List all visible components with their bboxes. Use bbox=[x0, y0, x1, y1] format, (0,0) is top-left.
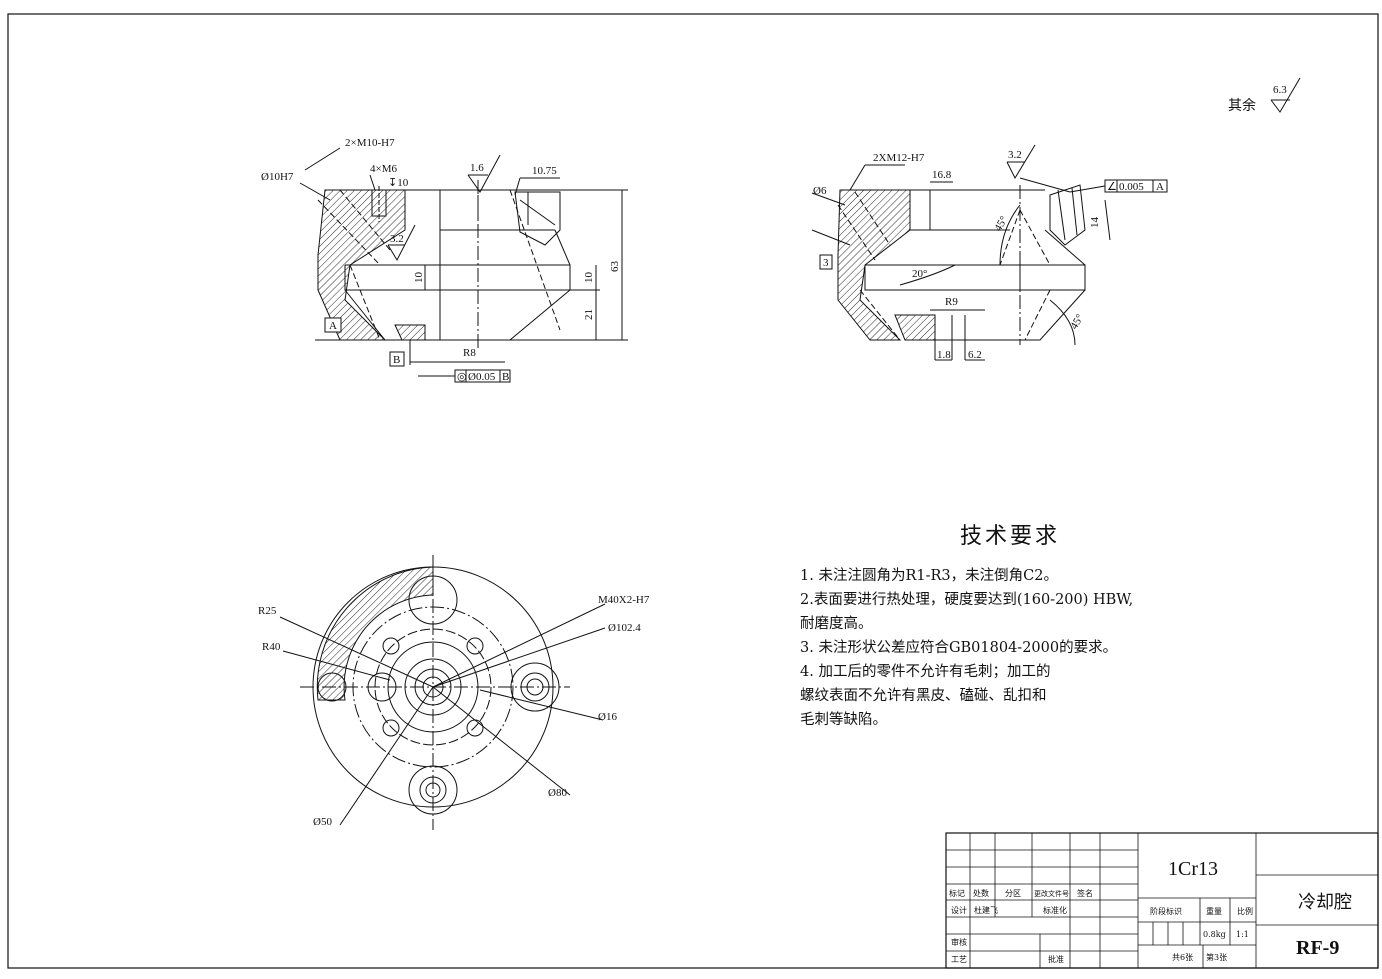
side-thread-holes: 2XM12-H7 bbox=[873, 152, 925, 164]
tb-part-name: 冷却腔 bbox=[1298, 892, 1352, 913]
tb-hdr-sign: 签名 bbox=[1077, 888, 1093, 898]
front-inner-rough: 3.2 bbox=[390, 233, 404, 245]
front-small-holes: 4×M6 bbox=[370, 163, 397, 175]
tb-standard: 标准化 bbox=[1043, 905, 1067, 915]
side-rough: 3.2 bbox=[1008, 149, 1022, 161]
front-thread-holes: 2×M10-H7 bbox=[345, 137, 395, 149]
side-bore: Ø6 bbox=[813, 185, 827, 197]
tb-scale-label: 比例 bbox=[1237, 906, 1253, 916]
side-chamfer: 3 bbox=[823, 257, 829, 269]
side-dim-18: 1.8 bbox=[937, 349, 951, 361]
sheet-border bbox=[7, 13, 1379, 969]
tech-req-title: 技术要求 bbox=[960, 524, 1061, 549]
plan-thread: M40X2-H7 bbox=[598, 594, 650, 606]
tb-material: 1Cr13 bbox=[1168, 858, 1218, 880]
side-view bbox=[811, 144, 1168, 361]
front-bore: Ø10H7 bbox=[261, 171, 294, 183]
front-tol-value: Ø0.05 bbox=[468, 371, 496, 383]
front-top-rough: 1.6 bbox=[470, 162, 484, 174]
tb-sheet-no: 第3张 bbox=[1206, 952, 1227, 962]
roughness-other: 其余 6.3 bbox=[1228, 77, 1301, 114]
tb-review: 审核 bbox=[951, 937, 967, 947]
front-height-mid2: 10 bbox=[583, 272, 595, 284]
front-depth: ↧10 bbox=[388, 177, 409, 189]
tb-stage: 阶段标识 bbox=[1150, 906, 1182, 916]
side-angle-20: 20° bbox=[912, 268, 927, 280]
title-block bbox=[945, 832, 1379, 969]
front-datum-b: B bbox=[393, 354, 400, 366]
plan-d80: Ø80 bbox=[548, 787, 567, 799]
side-tol-symbol: ∠ bbox=[1107, 181, 1117, 193]
tb-process: 工艺 bbox=[951, 955, 967, 964]
tech-req-line: 4. 加工后的零件不允许有毛刺；加工的 bbox=[800, 664, 1051, 680]
side-width: 16.8 bbox=[932, 169, 952, 181]
technical-requirements: 技术要求 1. 未注注圆角为R1-R3，未注倒角C2。 2.表面要进行热处理，硬… bbox=[790, 518, 1210, 732]
tech-req-line: 螺纹表面不允许有黑皮、磕碰、乱扣和 bbox=[800, 688, 1047, 704]
front-tol-datum: B bbox=[502, 371, 509, 383]
front-height-total: 63 bbox=[609, 261, 621, 273]
plan-view bbox=[279, 555, 606, 830]
side-tol-value: 0.005 bbox=[1119, 181, 1144, 193]
tb-approve: 批准 bbox=[1048, 954, 1064, 964]
side-dim-62: 6.2 bbox=[968, 349, 982, 361]
side-angle-45a: 45° bbox=[992, 214, 1010, 233]
plan-d16: Ø16 bbox=[598, 711, 617, 723]
side-tol-datum: A bbox=[1156, 181, 1164, 193]
front-hatch-left bbox=[317, 189, 406, 341]
tb-weight-label: 重量 bbox=[1206, 906, 1222, 916]
plan-d1024: Ø102.4 bbox=[608, 622, 641, 634]
front-tol-symbol: ◎ bbox=[457, 371, 467, 383]
tb-hdr-doc: 更改文件号 bbox=[1034, 889, 1069, 898]
tb-scale: 1:1 bbox=[1236, 930, 1249, 939]
tb-hdr-mark: 标记 bbox=[949, 888, 965, 898]
tech-req-line: 1. 未注注圆角为R1-R3，未注倒角C2。 bbox=[800, 568, 1058, 584]
front-view bbox=[299, 147, 628, 383]
tb-design: 设计 bbox=[951, 905, 967, 915]
front-bevel-len: 10.75 bbox=[532, 165, 557, 177]
tb-hdr-count: 处数 bbox=[973, 888, 989, 898]
front-radius: R8 bbox=[463, 347, 476, 359]
svg-text:其余: 其余 bbox=[1228, 97, 1256, 114]
tb-total-sheets: 共6张 bbox=[1172, 953, 1193, 962]
tech-req-line: 3. 未注形状公差应符合GB01804-2000的要求。 bbox=[800, 640, 1118, 656]
tb-drawing-no: RF-9 bbox=[1296, 937, 1339, 959]
tb-weight: 0.8kg bbox=[1203, 930, 1226, 939]
front-height-mid: 10 bbox=[413, 272, 425, 284]
side-len-14: 14 bbox=[1089, 217, 1101, 229]
front-datum-a: A bbox=[329, 320, 337, 332]
plan-d50: Ø50 bbox=[313, 816, 332, 828]
tech-req-line: 耐磨度高。 bbox=[800, 616, 873, 632]
svg-text:6.3: 6.3 bbox=[1273, 84, 1287, 96]
tb-hdr-zone: 分区 bbox=[1005, 889, 1021, 898]
side-angle-45b: 45° bbox=[1068, 312, 1086, 331]
plan-r40: R40 bbox=[262, 641, 281, 653]
plan-r25: R25 bbox=[258, 605, 277, 617]
tb-designer: 杜建飞 bbox=[974, 905, 998, 915]
front-height-low: 21 bbox=[583, 309, 595, 320]
side-radius: R9 bbox=[945, 296, 958, 308]
tech-req-line: 毛刺等缺陷。 bbox=[800, 712, 887, 728]
tech-req-line: 2.表面要进行热处理，硬度要达到(160-200) HBW, bbox=[800, 592, 1134, 608]
